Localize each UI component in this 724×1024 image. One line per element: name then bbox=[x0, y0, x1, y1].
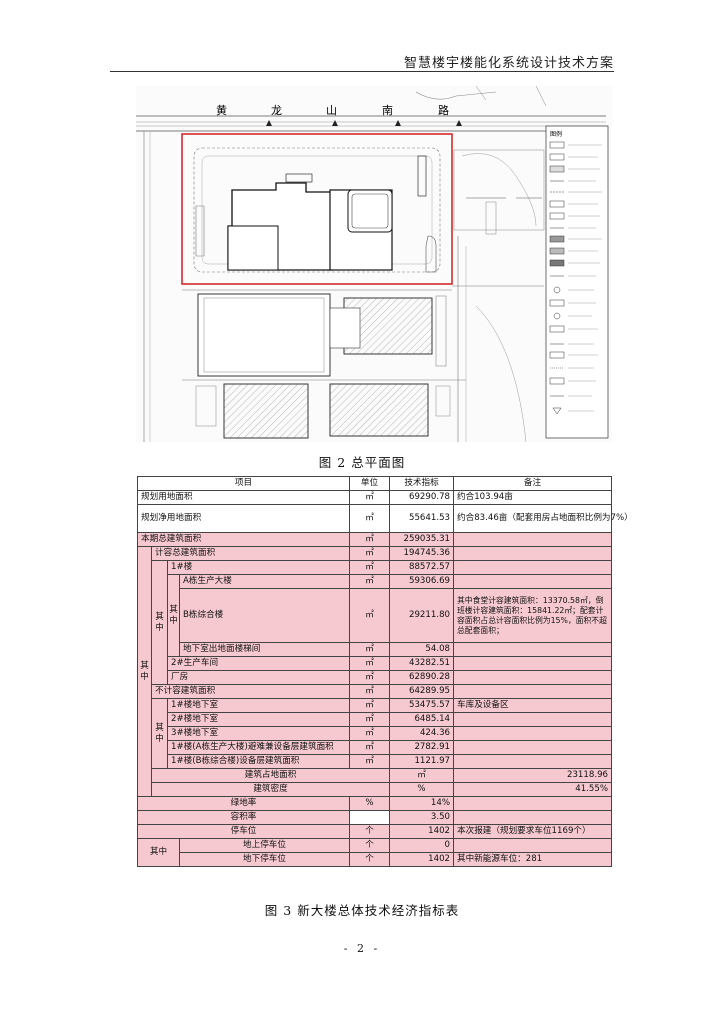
table-row: 2#生产车间 ㎡ 43282.51 bbox=[138, 656, 613, 671]
header-rule bbox=[110, 71, 614, 72]
table-header-row: 项目 单位 技术指标 备注 bbox=[136, 476, 613, 491]
table-row: 1#楼(A栋生产大楼)避难兼设备层建筑面积 ㎡ 2782.91 bbox=[138, 740, 613, 755]
header-note: 备注 bbox=[453, 476, 613, 491]
group-label-parking: 其中 bbox=[137, 838, 180, 867]
table-row: 地下室出地面楼梯间 ㎡ 54.08 bbox=[138, 642, 613, 657]
table-row: 规划用地面积 ㎡ 69290.78 约合103.94亩 bbox=[136, 490, 613, 505]
technical-index-table: 项目 单位 技术指标 备注 规划用地面积 ㎡ 69290.78 约合103.94… bbox=[136, 476, 633, 867]
group-label-mid-2: 其中 bbox=[151, 698, 168, 769]
table-row: 建筑密度 % 41.55% bbox=[138, 782, 613, 797]
road-char: 南 bbox=[382, 104, 393, 117]
table-row: 规划净用地面积 ㎡ 55641.53 约合83.46亩（配套用房占地面积比例为7… bbox=[136, 504, 633, 533]
table-row: 建筑占地面积 ㎡ 23118.96 bbox=[138, 768, 613, 783]
table-row: 其中 计容总建筑面积 ㎡ 194745.36 bbox=[137, 546, 613, 797]
header-item: 项目 bbox=[136, 476, 351, 491]
table-row: 绿地率 % 14% bbox=[136, 796, 613, 811]
table-row: 其中 地上停车位 个 0 bbox=[137, 838, 613, 867]
page-number: - 2 - bbox=[343, 942, 381, 955]
table-row: 其中 1#楼 ㎡ 88572.57 bbox=[138, 560, 613, 685]
site-boundary bbox=[181, 133, 453, 285]
running-header: 智慧楼宇楼能化系统设计技术方案 bbox=[403, 56, 614, 71]
figure-2-caption: 图 2 总平面图 bbox=[318, 455, 406, 470]
table-row: 其中 1#楼地下室 ㎡ 53475.57 车库及设备区 bbox=[138, 698, 613, 769]
table-row: 本期总建筑面积 ㎡ 259035.31 bbox=[136, 532, 613, 547]
road-char: 山 bbox=[326, 104, 337, 117]
table-row: 2#楼地下室 ㎡ 6485.14 bbox=[138, 712, 613, 727]
table-row: 厂房 ㎡ 62890.28 bbox=[138, 670, 613, 685]
table-row: 1#楼(B栋综合楼)设备层建筑面积 ㎡ 1121.97 bbox=[138, 754, 613, 769]
table-row: 地下停车位 个 1402 其中新能源车位：281 bbox=[138, 852, 613, 867]
header-unit: 单位 bbox=[349, 476, 391, 491]
table-row: 停车位 个 1402 本次报建（规划要求车位1169个） bbox=[136, 824, 613, 839]
road-char: 黄 bbox=[216, 103, 227, 117]
group-label-outer: 其中 bbox=[137, 546, 152, 797]
road-char: 龙 bbox=[271, 104, 282, 117]
table-row: 容积率 3.50 bbox=[136, 810, 613, 825]
table-row: 3#楼地下室 ㎡ 424.36 bbox=[138, 726, 613, 741]
group-label-inner: 其中 bbox=[167, 574, 180, 657]
site-plan-drawing: 黄 龙 山 南 路 bbox=[136, 85, 612, 443]
road-char: 路 bbox=[438, 104, 449, 117]
group-label-mid: 其中 bbox=[151, 560, 168, 685]
figure-3-caption: 图 3 新大楼总体技术经济指标表 bbox=[264, 903, 460, 918]
table-row: 不计容建筑面积 ㎡ 64289.95 bbox=[138, 684, 613, 699]
legend-title: 图例 bbox=[550, 130, 562, 138]
table-row: 其中 A栋生产大楼 ㎡ 59306.69 bbox=[138, 574, 613, 657]
header-value: 技术指标 bbox=[389, 476, 455, 491]
table-row: B栋综合楼 ㎡ 29211.80 其中食堂计容建筑面积：13370.58㎡，倒班… bbox=[138, 588, 613, 643]
